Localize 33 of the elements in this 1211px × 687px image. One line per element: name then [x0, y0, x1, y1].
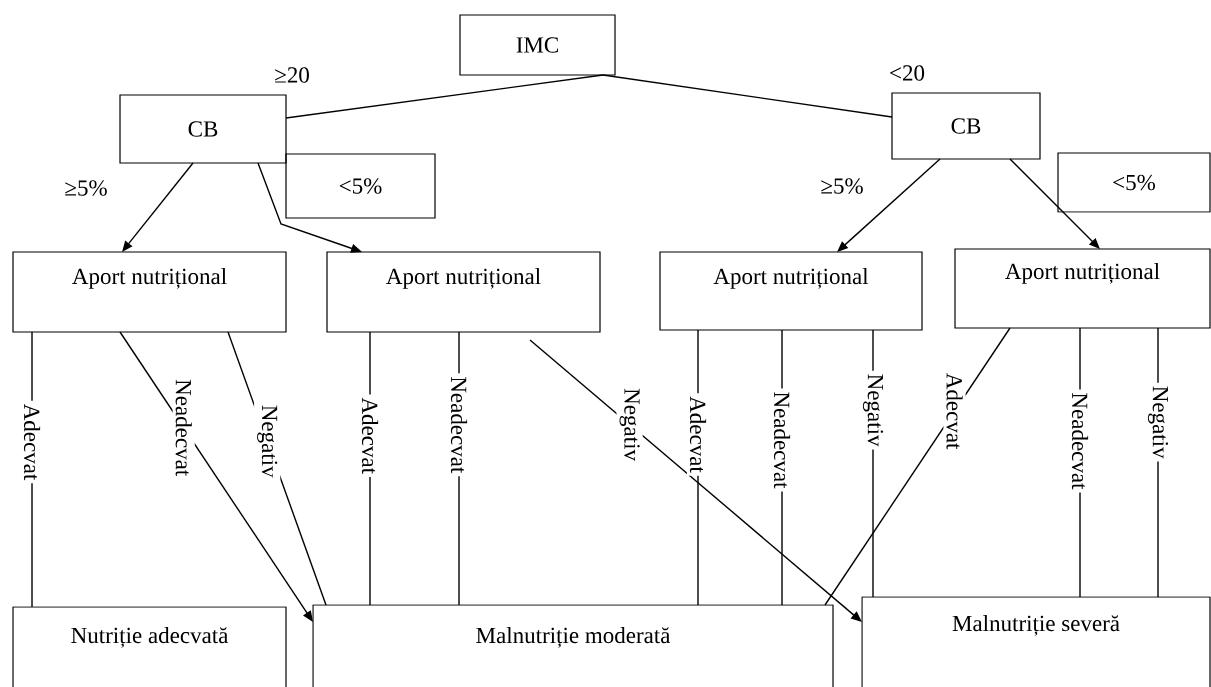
edge-label: Neadecvat — [172, 376, 195, 480]
edge-label: Neadecvat — [770, 388, 794, 492]
condition-box: <5% — [285, 153, 436, 219]
decision-box: CB — [119, 94, 287, 164]
edge-label: Negativ — [616, 385, 643, 464]
arrow — [122, 162, 194, 252]
arrow — [837, 158, 941, 252]
process-box: Aport nutrițional — [326, 251, 601, 333]
outcome-box: Nutriție adecvată — [12, 606, 287, 687]
edge-label: Negativ — [254, 401, 281, 481]
arrow — [529, 339, 862, 622]
process-box: Aport nutrițional — [659, 251, 923, 331]
edge-label: ≥5% — [821, 178, 863, 194]
edge-label: Adecvat — [686, 393, 710, 476]
edge-label: Adecvat — [358, 394, 382, 478]
edge-label: Adecvat — [943, 369, 966, 453]
edge-label: Negativ — [859, 370, 887, 450]
edge-label: ≥5% — [65, 180, 107, 196]
edge-label: Adecvat — [20, 400, 44, 484]
process-box: Aport nutrițional — [954, 248, 1211, 329]
edge-label: <20 — [890, 65, 925, 81]
decision-box: IMC — [459, 14, 616, 76]
edge-label: Neadecvat — [1068, 389, 1092, 493]
process-box: Aport nutrițional — [12, 251, 287, 333]
arrow — [119, 331, 313, 622]
edge-label: Neadecvat — [447, 373, 471, 477]
outcome-box: Malnutriție moderată — [312, 604, 834, 687]
condition-box: <5% — [1057, 152, 1211, 213]
edge-label: ≥20 — [275, 67, 309, 83]
edge-label: Negativ — [1144, 382, 1172, 462]
decision-box: CB — [891, 92, 1041, 160]
outcome-box: Malnutriție severă — [861, 596, 1211, 687]
arrow — [1009, 158, 1100, 249]
